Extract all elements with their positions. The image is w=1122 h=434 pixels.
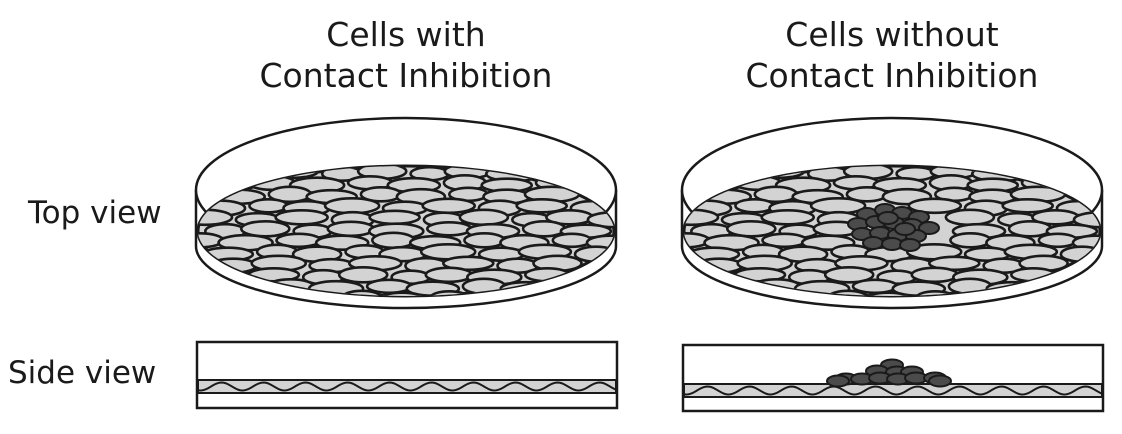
title-right-line2: Contact Inhibition — [745, 56, 1039, 95]
title-right-line1: Cells without — [785, 15, 999, 54]
cell — [907, 197, 963, 215]
clustered-cell — [881, 237, 903, 251]
cell — [458, 208, 510, 227]
cell-monolayer-right — [684, 166, 1100, 296]
title-left-line2: Contact Inhibition — [259, 56, 553, 95]
cell — [463, 232, 506, 249]
petri-dish-right-top-view — [680, 116, 1104, 310]
cell — [734, 198, 775, 214]
cell — [376, 291, 428, 296]
side-cell-wave-right — [684, 385, 1102, 396]
side-view-label: Side view — [8, 355, 157, 391]
cell — [326, 220, 376, 238]
side-cell-wave-left — [198, 381, 616, 392]
cell-cluster-side-view — [826, 358, 952, 388]
piled-cell — [928, 374, 952, 388]
clustered-cell — [862, 236, 884, 250]
side-view-left — [195, 340, 619, 410]
side-dish-right — [681, 343, 1105, 413]
clustered-cell — [894, 222, 916, 236]
cell-cluster-top-view — [847, 203, 940, 252]
cell — [862, 291, 914, 296]
cell — [586, 210, 614, 229]
cell — [424, 266, 474, 284]
cell — [370, 231, 416, 250]
cell — [944, 208, 996, 227]
title-left-line1: Cells with — [326, 15, 486, 54]
cell — [823, 265, 875, 284]
top-view-label: Top view — [28, 195, 162, 231]
side-view-right — [681, 343, 1105, 413]
cell — [425, 221, 473, 237]
title-without-contact-inhibition: Cells without Contact Inhibition — [692, 14, 1092, 96]
clustered-cell — [877, 211, 899, 225]
cell — [248, 198, 289, 214]
clustered-cell — [918, 221, 940, 235]
cell — [368, 209, 421, 226]
cell — [1001, 198, 1054, 214]
piled-cell — [826, 374, 850, 388]
cell — [949, 232, 992, 249]
side-dish-left — [195, 340, 619, 410]
title-with-contact-inhibition: Cells with Contact Inhibition — [206, 14, 606, 96]
petri-dish-left-top-view — [194, 116, 618, 310]
cell — [337, 265, 389, 284]
cell — [274, 209, 329, 226]
cell — [760, 209, 816, 226]
cell — [910, 266, 960, 284]
cell — [1072, 210, 1100, 229]
clustered-cell — [899, 238, 921, 252]
cell — [515, 198, 569, 214]
